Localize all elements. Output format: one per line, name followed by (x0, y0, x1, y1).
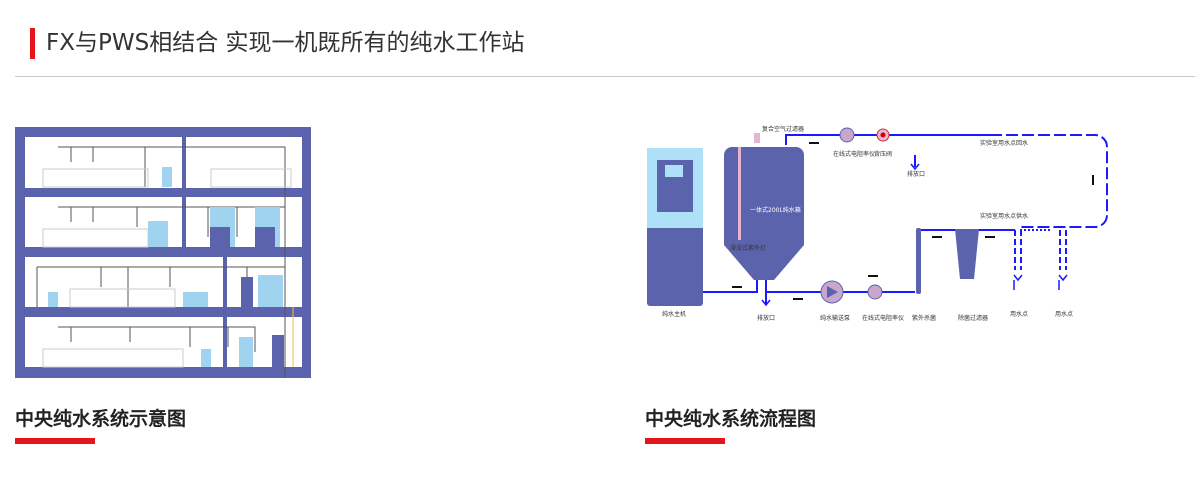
label-drain-top: 排放口 (907, 170, 925, 178)
page-title: FX与PWS相结合 实现一机既所有的纯水工作站 (46, 30, 525, 56)
label-point-1: 用水点 (1010, 310, 1028, 318)
label-air-filter: 复合空气过滤器 (762, 125, 804, 133)
label-supply: 实验室用水点供水 (980, 212, 1028, 220)
label-tank: 一体式200L纯水箱 (750, 206, 801, 214)
right-caption-underline (645, 438, 725, 444)
label-point-2: 用水点 (1055, 310, 1073, 318)
label-uv-lamp: 浸没式紫外灯 (730, 244, 766, 252)
left-caption-underline (15, 438, 95, 444)
label-uv-steril: 紫外杀菌 (912, 314, 936, 322)
label-resistivity-bottom: 在线式电阻率仪 (862, 314, 904, 322)
label-resistivity-top: 在线式电阻率仪 (833, 150, 875, 158)
label-back-valve: 背压阀 (874, 150, 892, 158)
label-drain-bottom: 排放口 (757, 314, 775, 322)
flow-diagram: 复合空气过滤器 在线式电阻率仪 背压阀 排放口 实验室用水点回水 一体式200L… (647, 125, 1108, 322)
tank (724, 147, 804, 280)
label-pump: 纯水输送泵 (820, 314, 850, 322)
label-filter: 除菌过滤器 (958, 314, 988, 322)
divider (15, 76, 1195, 77)
right-caption: 中央纯水系统流程图 (645, 408, 817, 430)
building-schematic (15, 127, 311, 378)
label-return: 实验室用水点回水 (980, 139, 1028, 147)
left-caption: 中央纯水系统示意图 (15, 408, 187, 430)
title-accent-bar (30, 28, 35, 59)
label-host: 纯水主机 (662, 310, 686, 318)
